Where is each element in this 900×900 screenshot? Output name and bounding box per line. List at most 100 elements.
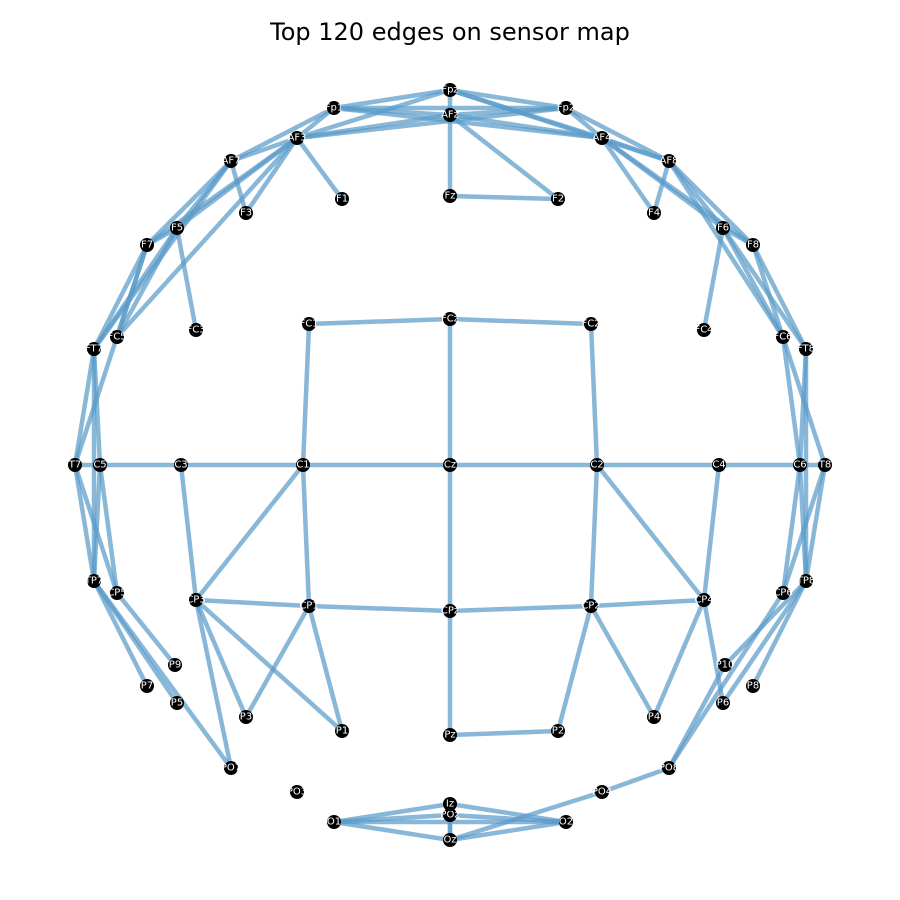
sensor-node-CP5: CP5 bbox=[107, 586, 127, 600]
sensor-dot bbox=[559, 815, 573, 829]
sensor-dot bbox=[302, 599, 316, 613]
sensor-node-TP7: TP7 bbox=[84, 574, 104, 588]
edge-FC1-FCz bbox=[306, 316, 453, 327]
sensor-dot bbox=[335, 192, 349, 206]
sensor-dot bbox=[443, 189, 457, 203]
sensor-dot bbox=[443, 108, 457, 122]
sensor-dot bbox=[224, 761, 238, 775]
sensor-label: C4 bbox=[712, 460, 725, 471]
sensor-node-CP4: CP4 bbox=[694, 593, 714, 607]
sensor-dot bbox=[168, 658, 182, 672]
edge-CPz-CP2 bbox=[447, 603, 594, 614]
sensor-node-O1: O1 bbox=[327, 815, 341, 829]
edge-CP3-P3 bbox=[193, 597, 249, 720]
edge-AFz-AF3 bbox=[294, 112, 453, 141]
sensor-node-FT8: FT8 bbox=[797, 342, 815, 356]
sensor-dot bbox=[443, 728, 457, 742]
sensor-node-AFz: AFz bbox=[441, 108, 459, 122]
edge-CP6-PO8 bbox=[666, 590, 786, 771]
sensor-label: F8 bbox=[747, 240, 759, 251]
edge-Oz-O1 bbox=[331, 819, 453, 843]
edge-CP5-P9 bbox=[114, 590, 178, 668]
sensor-label: P7 bbox=[141, 681, 153, 692]
sensor-node-C1: C1 bbox=[296, 458, 310, 472]
edge-TP7-P7 bbox=[91, 578, 150, 689]
edge-TP8-P8 bbox=[750, 578, 809, 689]
sensor-label: AF7 bbox=[222, 156, 241, 167]
sensor-dot bbox=[647, 710, 661, 724]
edge-FC1-C1 bbox=[300, 321, 312, 468]
sensor-label: Cz bbox=[444, 460, 456, 471]
edge-F8-FC6 bbox=[750, 242, 786, 340]
sensor-dot bbox=[584, 317, 598, 331]
edge-CP3-CP1 bbox=[193, 597, 312, 609]
sensor-label: PO3 bbox=[287, 787, 307, 798]
sensor-label: FT7 bbox=[85, 344, 103, 355]
sensor-dot bbox=[239, 206, 253, 220]
edge-FCz-FC2 bbox=[447, 316, 594, 327]
sensor-label: P1 bbox=[336, 726, 348, 737]
sensor-label: TP7 bbox=[84, 576, 104, 587]
edge-F5-FC3 bbox=[174, 225, 199, 333]
sensor-node-FC1: FC1 bbox=[299, 317, 319, 331]
edge-Fp2-AF8 bbox=[563, 105, 672, 164]
edge-F7-T7 bbox=[72, 242, 150, 468]
sensor-dot bbox=[87, 342, 101, 356]
edge-C2-CP4 bbox=[594, 462, 707, 603]
edge-F8-FT8 bbox=[750, 242, 809, 352]
sensor-label: CPz bbox=[441, 606, 459, 617]
sensor-node-Fpz: Fpz bbox=[441, 83, 459, 97]
sensor-label: PO4 bbox=[592, 787, 612, 798]
sensor-label: C6 bbox=[793, 460, 806, 471]
sensor-dot bbox=[776, 586, 790, 600]
sensor-dot bbox=[799, 574, 813, 588]
sensor-node-POz: POz bbox=[440, 808, 460, 822]
sensor-dot bbox=[647, 206, 661, 220]
sensor-label: F4 bbox=[648, 208, 660, 219]
sensor-dot bbox=[595, 785, 609, 799]
sensor-node-F3: F3 bbox=[239, 206, 253, 220]
edge-Fpz-Fp2 bbox=[447, 87, 569, 111]
sensor-label: AF3 bbox=[288, 133, 307, 144]
edge-CP1-P1 bbox=[306, 603, 345, 734]
edge-AF4-F8 bbox=[599, 135, 756, 248]
edge-C2-CP2 bbox=[588, 462, 600, 609]
edge-FC6-C6 bbox=[780, 334, 803, 468]
sensor-dot bbox=[551, 724, 565, 738]
sensor-dot bbox=[551, 192, 565, 206]
edge-C6-TP8 bbox=[797, 462, 809, 584]
sensor-node-TP8: TP8 bbox=[796, 574, 815, 588]
sensor-node-AF7: AF7 bbox=[222, 154, 241, 168]
edge-F5-FT7 bbox=[91, 225, 180, 352]
sensor-node-PO8: PO8 bbox=[659, 761, 679, 775]
sensor-label: F5 bbox=[171, 223, 183, 234]
sensor-label: Pz bbox=[444, 730, 455, 741]
sensor-label: Fz bbox=[444, 191, 455, 202]
sensor-node-CP6: CP6 bbox=[773, 586, 793, 600]
sensor-node-FT7: FT7 bbox=[85, 342, 103, 356]
sensor-node-C2: C2 bbox=[590, 458, 604, 472]
sensor-node-P1: P1 bbox=[335, 724, 349, 738]
sensor-dot bbox=[110, 330, 124, 344]
edge-AF8-F4 bbox=[651, 158, 672, 216]
edge-Fp1-AF7 bbox=[228, 105, 337, 164]
sensor-node-C6: C6 bbox=[793, 458, 807, 472]
edge-C3-CP3 bbox=[178, 462, 199, 603]
sensor-label: F3 bbox=[240, 208, 252, 219]
sensor-label: CP1 bbox=[299, 601, 318, 612]
edge-AF3-F7 bbox=[144, 135, 300, 248]
edge-AF3-AF7 bbox=[228, 135, 300, 164]
sensor-label: CP3 bbox=[186, 595, 205, 606]
edge-Oz-O2 bbox=[447, 819, 569, 843]
sensor-dot bbox=[335, 724, 349, 738]
sensor-node-T7: T7 bbox=[68, 458, 82, 472]
sensor-node-P5: P5 bbox=[170, 696, 184, 710]
sensor-label: AFz bbox=[441, 110, 459, 121]
sensor-dot bbox=[87, 574, 101, 588]
sensor-dot bbox=[716, 221, 730, 235]
edge-C1-CP1 bbox=[300, 462, 312, 609]
sensor-label: P9 bbox=[169, 660, 181, 671]
sensor-label: C1 bbox=[296, 460, 309, 471]
sensor-node-P8: P8 bbox=[746, 679, 760, 693]
